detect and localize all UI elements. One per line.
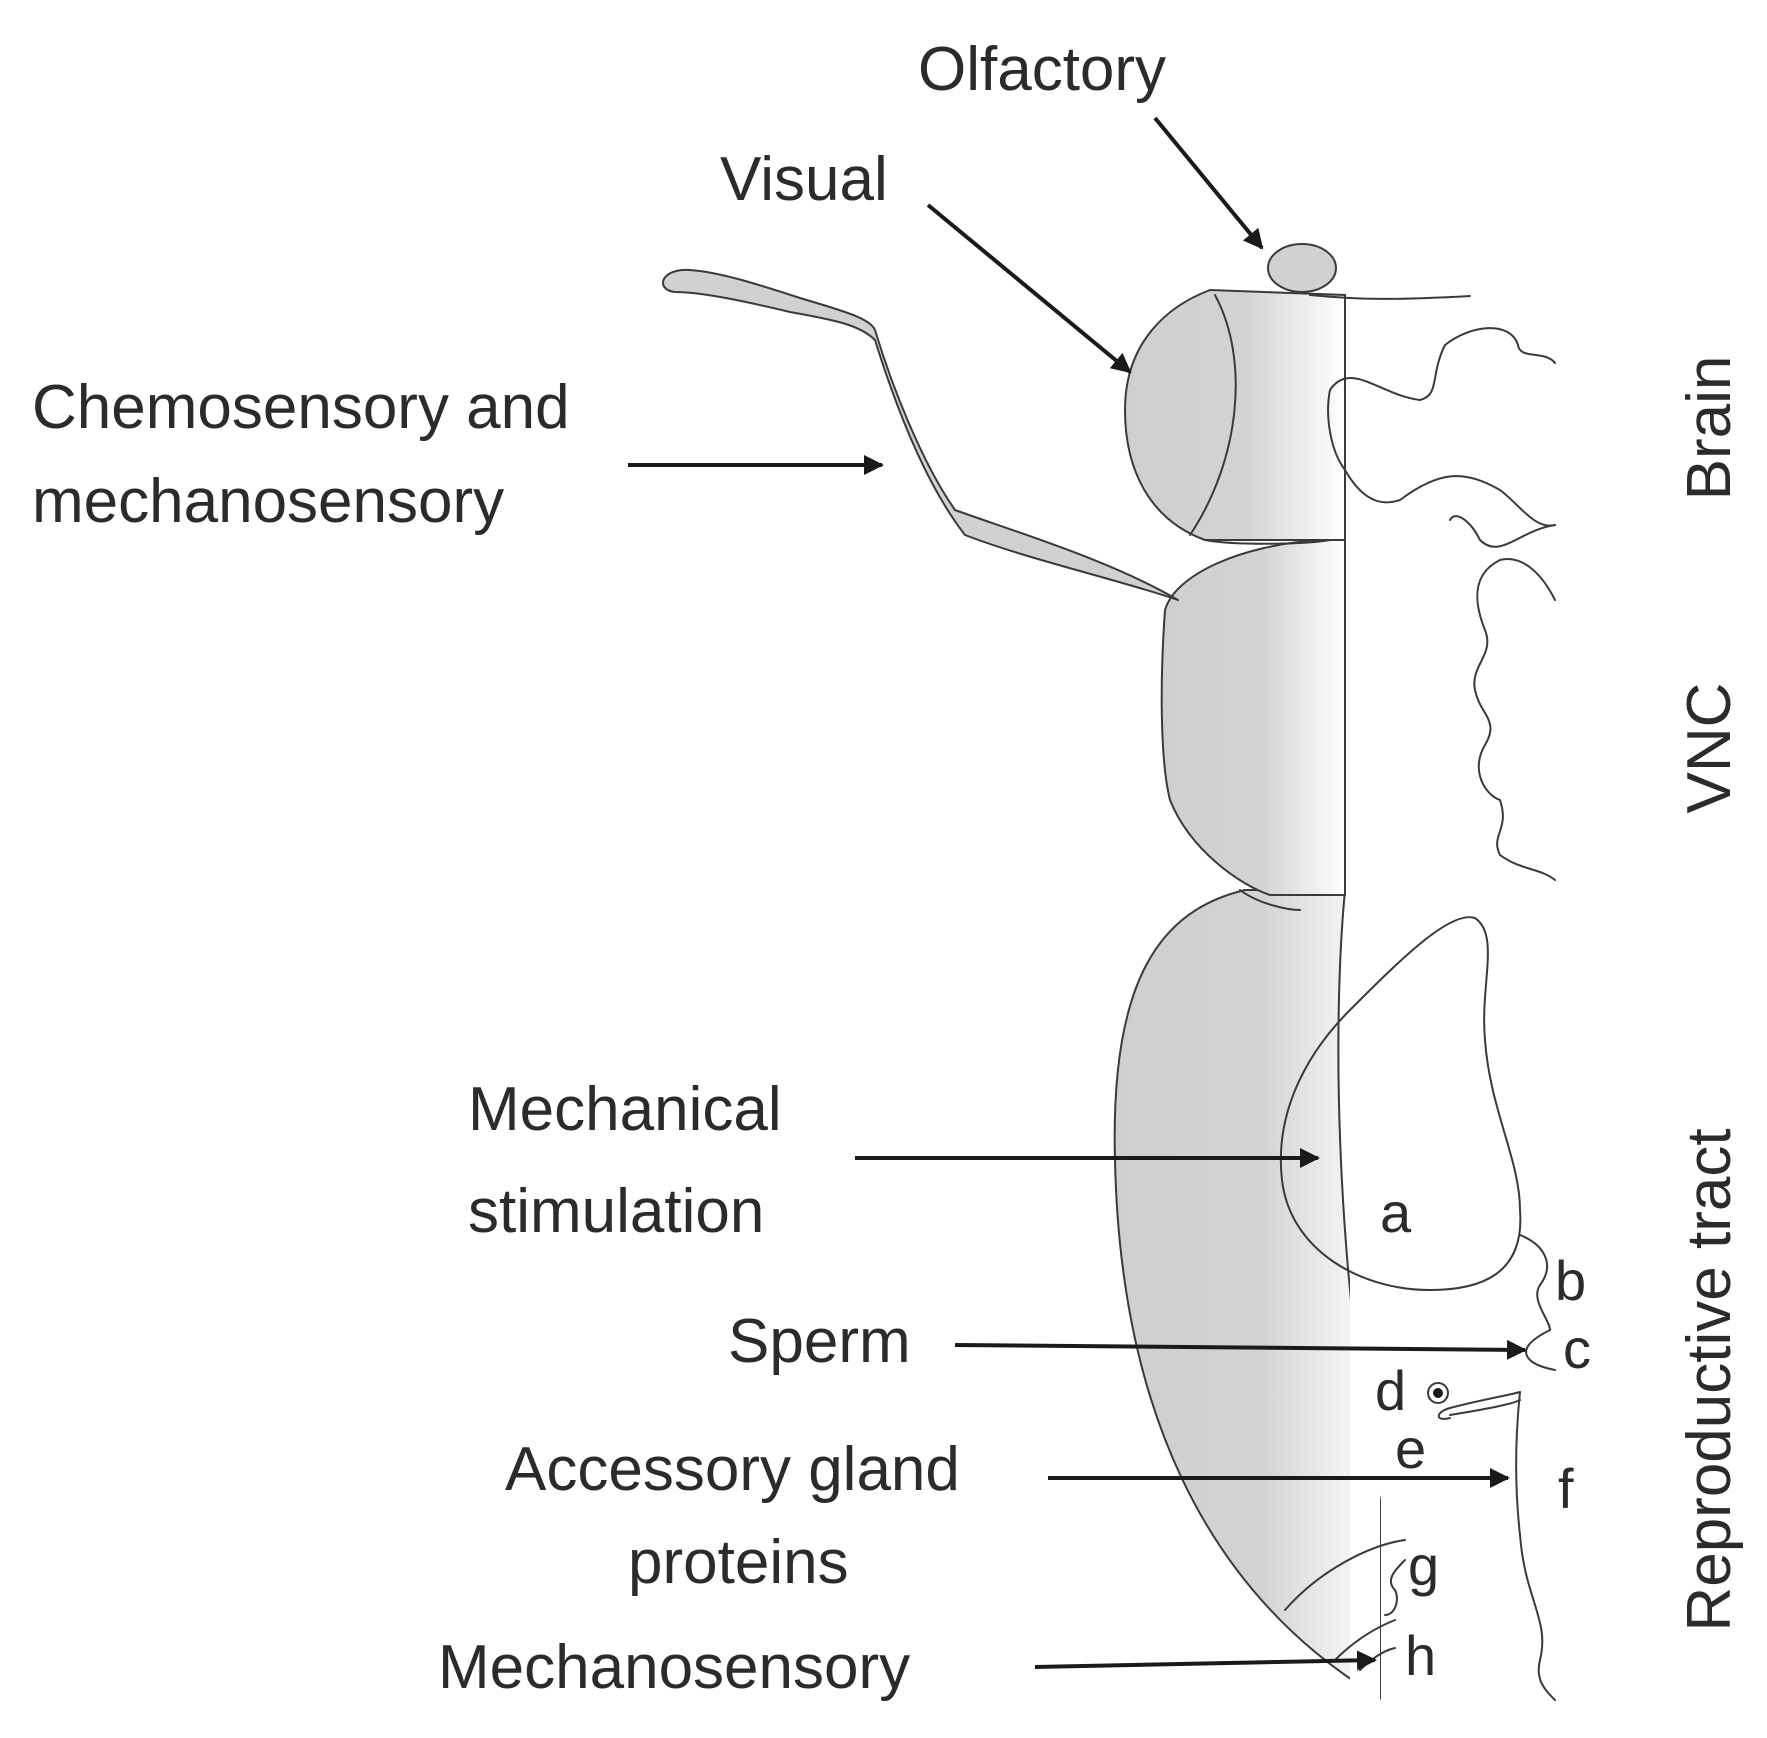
part-d-structure	[1427, 1382, 1449, 1404]
label-chemosensory-line1: Chemosensory and	[32, 373, 570, 442]
fly-body	[1113, 280, 1471, 1710]
part-d: d	[1375, 1359, 1406, 1422]
label-accessory-line2: proteins	[628, 1528, 849, 1597]
part-f: f	[1558, 1457, 1574, 1520]
arrow-sperm	[954, 1339, 1527, 1360]
part-a: a	[1380, 1181, 1412, 1244]
label-sperm: Sperm	[728, 1307, 911, 1376]
label-mechanosensory: Mechanosensory	[438, 1633, 910, 1702]
label-chemosensory-line2: mechanosensory	[32, 467, 504, 536]
label-mechanical-line2: stimulation	[468, 1177, 764, 1246]
region-brain: Brain	[1675, 356, 1744, 501]
brain-outline	[1327, 327, 1556, 527]
thorax	[1160, 539, 1346, 896]
arrow-mechanosensory	[1034, 1650, 1377, 1671]
olfactory-organ	[1267, 243, 1337, 293]
part-g: g	[1408, 1534, 1439, 1597]
eye-divider	[1189, 294, 1237, 536]
accessory-gland	[1437, 1391, 1521, 1420]
arrow-olfactory	[1153, 116, 1264, 250]
region-vnc: VNC	[1675, 683, 1744, 814]
vnc-outline	[1473, 558, 1556, 881]
testis-a	[1279, 916, 1522, 1291]
part-c: c	[1563, 1317, 1591, 1380]
genitalia-g	[1284, 1539, 1406, 1616]
label-visual: Visual	[720, 145, 888, 214]
region-reproductive: Reproductive tract	[1675, 1128, 1744, 1631]
head-eye	[1123, 288, 1346, 541]
part-h: h	[1405, 1624, 1436, 1687]
part-b: b	[1555, 1249, 1586, 1312]
abdomen	[1113, 889, 1381, 1700]
label-mechanical-line1: Mechanical	[468, 1075, 782, 1144]
part-e: e	[1395, 1417, 1426, 1480]
label-olfactory: Olfactory	[918, 35, 1166, 104]
label-accessory-line1: Accessory gland	[505, 1435, 960, 1504]
arrow-visual	[926, 203, 1132, 374]
leg	[662, 268, 1179, 601]
